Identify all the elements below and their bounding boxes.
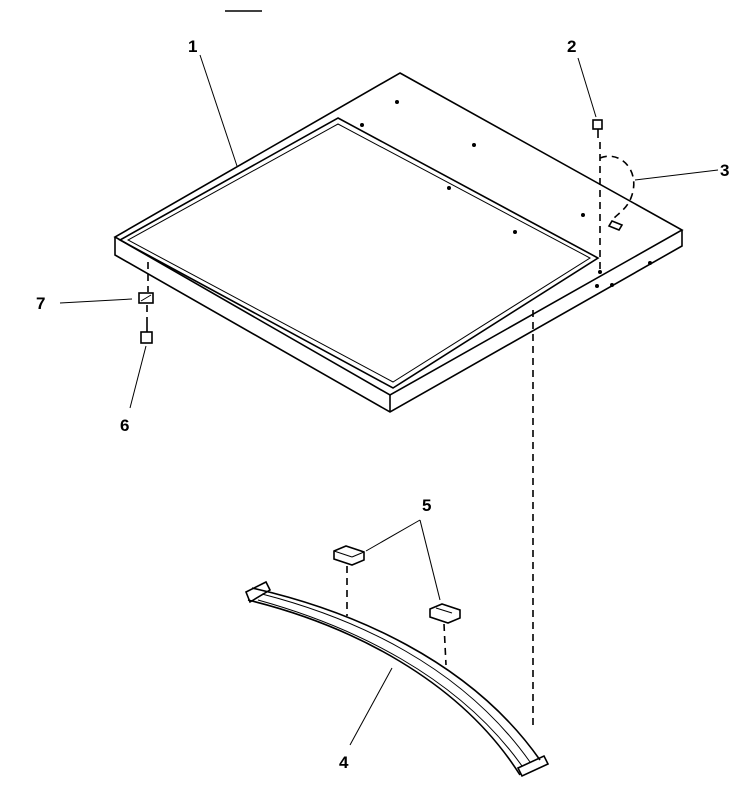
clip-3 [599, 155, 635, 231]
bracket-7 [138, 292, 154, 304]
screw-6 [140, 322, 153, 344]
clip-5b [429, 603, 461, 624]
callout-1: 1 [188, 37, 197, 56]
leader-lines [59, 54, 719, 746]
mounting-holes [360, 100, 652, 288]
callout-7: 7 [36, 294, 45, 313]
top-panel [113, 72, 684, 413]
callout-3: 3 [720, 161, 729, 180]
screw-2 [592, 119, 603, 138]
callout-6: 6 [120, 416, 129, 435]
callout-2: 2 [567, 37, 576, 56]
trim-4 [244, 580, 550, 778]
clip-5a [333, 545, 365, 566]
callout-4: 4 [339, 753, 349, 772]
callout-5: 5 [422, 496, 431, 515]
